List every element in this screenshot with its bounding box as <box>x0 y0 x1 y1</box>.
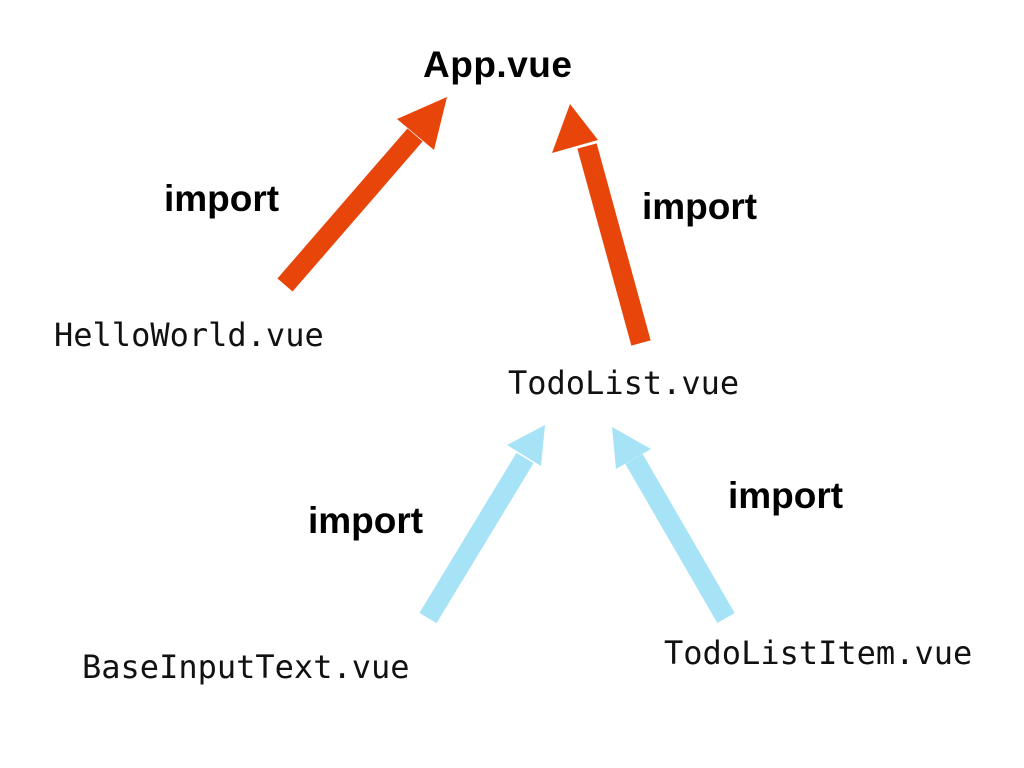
edge-label-todolistitem-todolist: import <box>728 475 844 516</box>
node-todolist-vue: TodoList.vue <box>508 364 740 402</box>
node-app-vue: App.vue <box>423 44 573 85</box>
edge-label-helloworld-app: import <box>164 178 280 219</box>
node-todolistitem-vue: TodoListItem.vue <box>664 634 973 672</box>
arrow-baseinputtext-to-todolist <box>419 425 545 624</box>
arrow-todolistitem-to-todolist <box>612 427 735 624</box>
arrow-todolist-to-app <box>552 104 651 346</box>
node-helloworld-vue: HelloWorld.vue <box>54 316 324 354</box>
edge-label-todolist-app: import <box>642 186 758 227</box>
arrow-helloworld-to-app <box>277 97 447 292</box>
node-baseinputtext-vue: BaseInputText.vue <box>82 648 410 686</box>
edge-label-baseinputtext-todolist: import <box>308 500 424 541</box>
